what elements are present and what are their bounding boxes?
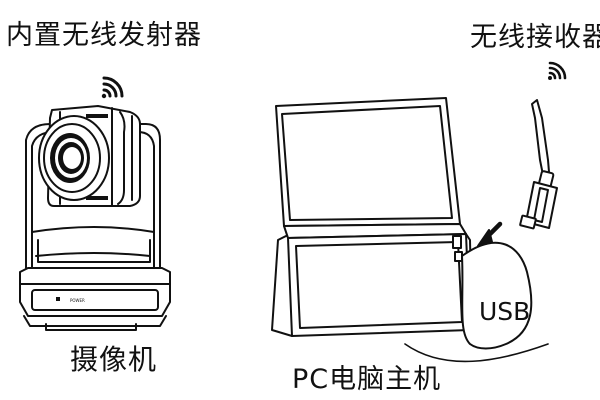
receiver-wifi-icon <box>548 61 567 80</box>
usb-wireless-receiver <box>519 99 558 230</box>
pc-label-link-curve <box>404 343 549 363</box>
usb-zoom-callout <box>461 241 533 350</box>
laptop <box>271 97 473 337</box>
insert-arrow-icon <box>477 221 503 247</box>
usb-label: USB <box>479 297 531 326</box>
transmitter-wifi-icon <box>101 76 124 99</box>
pc-label: PC电脑主机 <box>292 364 442 395</box>
camera-power-text: POWER <box>70 298 85 303</box>
ptz-camera: POWER <box>19 105 171 331</box>
receiver-label: 无线接收器 <box>470 22 600 53</box>
camera-label: 摄像机 <box>70 343 158 376</box>
transmitter-label: 内置无线发射器 <box>6 20 202 51</box>
